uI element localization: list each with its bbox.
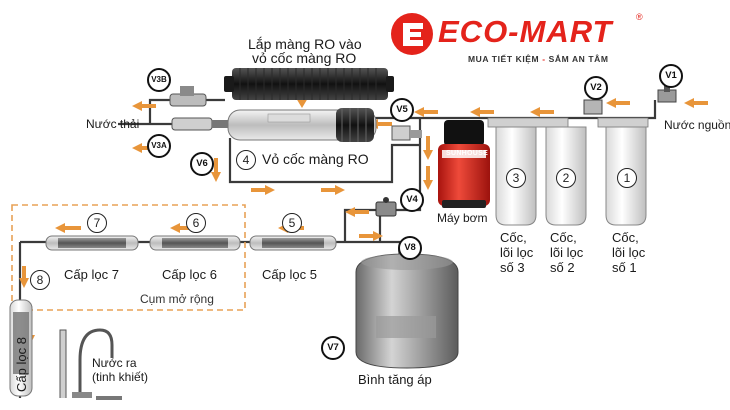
housing-3-label-3: số 3 (500, 260, 525, 275)
brand-slogan: MUA TIẾT KIỆM - SẮM AN TÂM (468, 54, 609, 64)
pump (438, 120, 490, 208)
housing-1-label-3: số 1 (612, 260, 637, 275)
stage8-filter (9, 299, 33, 397)
housing-1-number: 1 (617, 168, 637, 188)
stage-7-label: Cấp lọc 7 (64, 267, 119, 282)
housing-2-label-3: số 2 (550, 260, 575, 275)
ro-install-label-2: vỏ cốc màng RO (252, 50, 357, 66)
valve-v3b-tag: V3B (147, 68, 171, 92)
valve-v5-tag: V5 (390, 98, 414, 122)
stage-8-number: 8 (30, 270, 50, 290)
ro-membrane (224, 68, 394, 100)
stage-6-label: Cấp lọc 6 (162, 267, 217, 282)
outlet-label-2: (tinh khiết) (92, 370, 149, 384)
waste-valves (169, 86, 228, 131)
eco-mart-logo: ECO-MART ® MUA TIẾT KIỆM - SẮM AN TÂM (390, 10, 650, 70)
inlet-valves (583, 84, 677, 115)
expansion-box (11, 204, 246, 311)
slogan-separator: - (542, 54, 546, 64)
outlet-label: Nước ra (92, 356, 137, 370)
valve-v4-tag: V4 (400, 188, 424, 212)
ro-step-number: 4 (236, 150, 256, 170)
housing-2-label-2: lõi lọc (550, 245, 584, 260)
valve-v7-tag: V7 (321, 336, 345, 360)
ro-housing (227, 108, 377, 142)
stage-5-label: Cấp lọc 5 (262, 267, 317, 282)
faucet (59, 328, 122, 400)
pump-brand-label: SUNHOUSE (446, 150, 489, 157)
housing-2-number: 2 (556, 168, 576, 188)
housing-3-label-1: Cốc, (500, 230, 527, 245)
ro-install-label: Lắp màng RO vào (248, 36, 362, 52)
waste-water-label: Nước thải (86, 117, 140, 131)
ro-housing-label: Vỏ cốc màng RO (262, 151, 369, 167)
v4-valve (375, 197, 397, 217)
valve-v6-tag: V6 (190, 152, 214, 176)
pressure-tank (355, 248, 459, 369)
housing-1-label-1: Cốc, (612, 230, 639, 245)
housing-3-number: 3 (506, 168, 526, 188)
valve-v3a-tag: V3A (147, 134, 171, 158)
stage-7-number: 7 (87, 213, 107, 233)
stage-8-label: Cấp lọc 8 (14, 337, 29, 392)
brand-registered: ® (636, 12, 643, 22)
expansion-label: Cụm mở rộng (140, 292, 214, 306)
v5-fitting (391, 125, 422, 141)
valve-v1-tag: V1 (659, 64, 683, 88)
brand-name: ECO-MART (438, 14, 613, 49)
stage-5-number: 5 (282, 213, 302, 233)
valve-v2-tag: V2 (584, 76, 608, 100)
slogan-left: MUA TIẾT KIỆM (468, 54, 540, 64)
housing-2-label-1: Cốc, (550, 230, 577, 245)
housing-3-label-2: lõi lọc (500, 245, 534, 260)
pump-label: Máy bơm (437, 211, 488, 225)
valve-v8-tag: V8 (398, 236, 422, 260)
housing-1-label-2: lõi lọc (612, 245, 646, 260)
eco-mart-logo-icon (391, 13, 433, 55)
slogan-right: SẮM AN TÂM (548, 54, 609, 64)
stage-6-number: 6 (186, 213, 206, 233)
tank-label: Bình tăng áp (358, 372, 432, 387)
inline-filters (45, 235, 337, 251)
source-water-label: Nước nguồn (664, 118, 730, 132)
